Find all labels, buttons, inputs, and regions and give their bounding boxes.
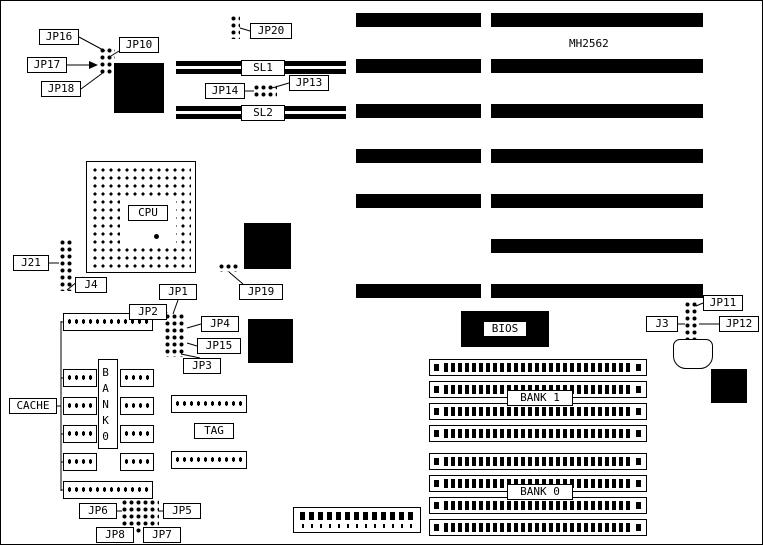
jumper-block-jp20	[230, 15, 240, 39]
expansion-slot	[356, 104, 481, 118]
label-tag: TAG	[194, 423, 234, 439]
label-jp13: JP13	[289, 75, 329, 91]
label-jp20: JP20	[250, 23, 292, 39]
label-jp11: JP11	[703, 295, 743, 311]
label-bank1: BANK 1	[507, 390, 573, 406]
cache-socket	[120, 425, 154, 443]
expansion-slot	[356, 284, 481, 298]
ic-chip	[711, 369, 747, 403]
simm-socket-bank1	[429, 425, 647, 442]
label-cpu: CPU	[128, 205, 168, 221]
jumper-block-jp16-jp18	[99, 47, 115, 75]
cache-socket	[63, 453, 97, 471]
label-jp17: JP17	[27, 57, 67, 73]
jumper-block-j3-jp11-jp12	[684, 301, 698, 343]
expansion-slot	[491, 239, 703, 253]
label-cache: CACHE	[9, 398, 57, 414]
label-j4: J4	[75, 277, 107, 293]
model-number: MH2562	[569, 37, 609, 50]
simm-socket-bank1	[429, 359, 647, 376]
jumper-block-jp1-jp4	[164, 313, 186, 357]
label-jp18: JP18	[41, 81, 81, 97]
label-jp2: JP2	[129, 304, 167, 320]
cache-socket	[63, 425, 97, 443]
label-jp10: JP10	[119, 37, 159, 53]
label-j21: J21	[13, 255, 49, 271]
label-bank0: BANK 0	[507, 484, 573, 500]
ic-chip	[114, 63, 164, 113]
label-cache-bank0: BANK0	[98, 359, 118, 449]
expansion-slot	[491, 13, 703, 27]
label-jp7: JP7	[143, 527, 181, 543]
label-sl2: SL2	[241, 105, 285, 121]
label-jp14: JP14	[205, 83, 245, 99]
expansion-slot	[356, 149, 481, 163]
label-jp19: JP19	[239, 284, 283, 300]
expansion-slot	[356, 59, 481, 73]
label-jp6: JP6	[79, 503, 117, 519]
jumper-block-jp13-jp14	[253, 84, 277, 97]
tag-ram-socket	[171, 451, 247, 469]
expansion-slot	[491, 194, 703, 208]
cache-socket	[63, 481, 153, 499]
cache-socket	[120, 453, 154, 471]
label-jp12: JP12	[719, 316, 759, 332]
cache-socket	[120, 369, 154, 387]
label-jp5: JP5	[163, 503, 201, 519]
ic-chip	[244, 223, 291, 269]
expansion-slot	[491, 149, 703, 163]
expansion-slot	[356, 194, 481, 208]
expansion-slot	[491, 59, 703, 73]
label-bios: BIOS	[483, 321, 527, 337]
label-jp15: JP15	[197, 338, 241, 354]
expansion-slot	[356, 13, 481, 27]
jumper-block-jp19	[218, 263, 240, 272]
label-jp1: JP1	[159, 284, 197, 300]
expansion-slot	[491, 284, 703, 298]
cache-socket	[63, 369, 97, 387]
pin-header-j21-j4	[59, 239, 72, 291]
bottom-pin-connector	[293, 507, 421, 533]
cpu-orientation-dot	[154, 234, 159, 239]
label-jp3: JP3	[183, 358, 221, 374]
expansion-slot	[491, 104, 703, 118]
cache-socket	[63, 397, 97, 415]
label-j3: J3	[646, 316, 678, 332]
simm-socket-bank0	[429, 519, 647, 536]
label-jp8: JP8	[96, 527, 134, 543]
keyboard-connector	[673, 339, 713, 369]
ic-chip	[248, 319, 293, 363]
simm-socket-bank0	[429, 453, 647, 470]
cache-socket	[120, 397, 154, 415]
tag-ram-socket	[171, 395, 247, 413]
label-sl1: SL1	[241, 60, 285, 76]
label-jp16: JP16	[39, 29, 79, 45]
label-jp4: JP4	[201, 316, 239, 332]
